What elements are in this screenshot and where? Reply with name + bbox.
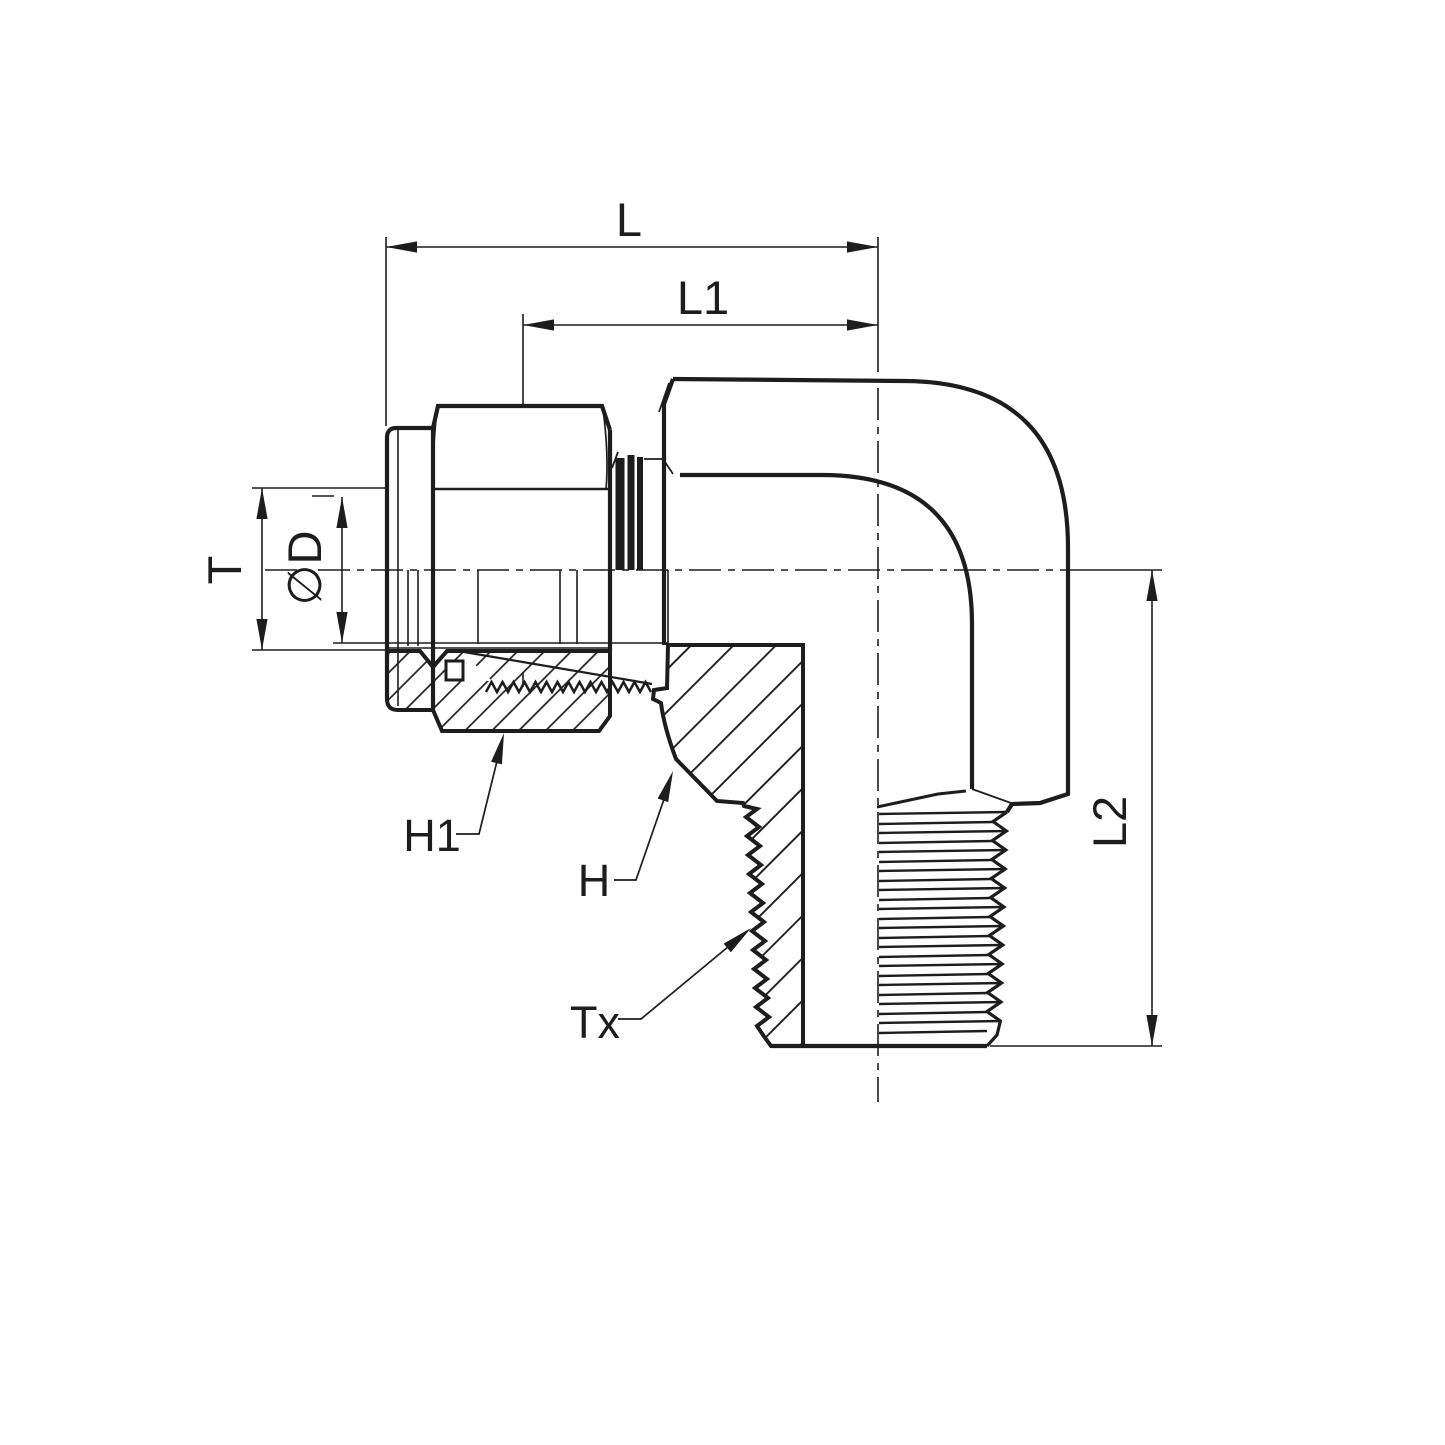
dimension-OD-label: ∅D — [278, 531, 331, 606]
body-section-hatch — [650, 643, 805, 1048]
callout-H1-label: H1 — [403, 810, 461, 861]
elbow-body — [658, 376, 1071, 1049]
nut-assembly — [333, 403, 669, 710]
dimension-L2-label: L2 — [1083, 796, 1136, 848]
dimension-L — [385, 237, 879, 426]
centerlines — [265, 237, 1068, 1102]
dimension-L1-label: L1 — [677, 271, 729, 324]
dimension-L2 — [990, 569, 1162, 1047]
callout-Tx-label: Tx — [570, 997, 620, 1048]
dimension-T-label: T — [198, 556, 251, 585]
callout-H-label: H — [578, 855, 611, 906]
exposed-thread — [611, 451, 664, 570]
dimension-L1 — [522, 314, 879, 407]
callout-H1 — [456, 730, 511, 835]
dimension-L-label: L — [616, 193, 642, 246]
ferrule-section — [444, 659, 465, 682]
engaged-thread-zigzag — [484, 679, 653, 695]
dimension-T — [252, 487, 389, 651]
male-pipe-thread — [878, 810, 1010, 1048]
callout-H — [614, 768, 680, 881]
dimension-OD — [312, 495, 349, 644]
nut-hex-outline — [430, 403, 612, 431]
callout-Tx — [618, 922, 756, 1020]
